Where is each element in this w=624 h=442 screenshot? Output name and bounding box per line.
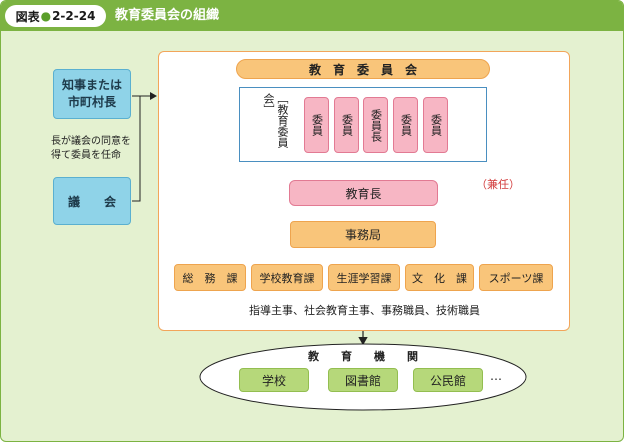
member-box-4: 委員 bbox=[393, 97, 418, 153]
superintendent-box: 教育長 bbox=[289, 180, 438, 206]
section-culture: 文 化 課 bbox=[405, 264, 474, 291]
section-sports: スポーツ課 bbox=[479, 264, 553, 291]
chairperson-box: 委員長 bbox=[363, 97, 388, 153]
member-box-1: 委員 bbox=[304, 97, 329, 153]
secretariat-box: 事務局 bbox=[290, 221, 436, 248]
section-lifelong-learning: 生涯学習課 bbox=[328, 264, 400, 291]
bullet-icon: ● bbox=[40, 9, 52, 23]
board-title: 教 育 委 員 会 bbox=[236, 59, 490, 79]
institutions-ellipsis: … bbox=[490, 369, 502, 383]
figure-number-badge: 図表 ● 2-2-24 bbox=[5, 5, 106, 27]
institution-library: 図書館 bbox=[328, 368, 398, 392]
assembly-to-board-line bbox=[132, 92, 157, 202]
staff-roles: 指導主事、社会教育主事、事務職員、技術職員 bbox=[249, 303, 480, 317]
mayor-box: 知事または 市町村長 bbox=[53, 69, 131, 119]
consent-note: 長が議会の同意を 得て委員を任命 bbox=[51, 136, 131, 161]
institutions-title: 教 育 機 関 bbox=[308, 350, 418, 363]
figure-number: 2-2-24 bbox=[52, 9, 96, 23]
figure-prefix: 図表 bbox=[15, 9, 40, 24]
section-general-affairs: 総 務 課 bbox=[174, 264, 246, 291]
institution-school: 学校 bbox=[239, 368, 309, 392]
assembly-box: 議 会 bbox=[53, 177, 131, 225]
figure-header: 図表 ● 2-2-24 教育委員会の組織 bbox=[1, 1, 623, 31]
member-box-2: 委員 bbox=[334, 97, 359, 153]
institution-community-center: 公民館 bbox=[413, 368, 483, 392]
section-school-education: 学校教育課 bbox=[251, 264, 323, 291]
board-bracket-label: ［教育委員会］ bbox=[262, 93, 289, 148]
figure-title: 教育委員会の組織 bbox=[115, 8, 220, 23]
member-box-5: 委員 bbox=[423, 97, 448, 153]
concurrent-note: （兼任） bbox=[476, 178, 520, 191]
